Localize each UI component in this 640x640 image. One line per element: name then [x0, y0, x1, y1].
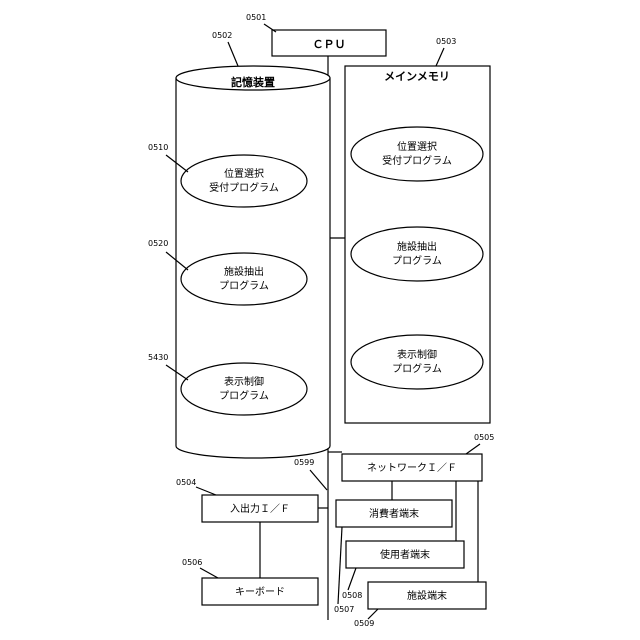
network-if-ref: 0505: [474, 433, 494, 442]
main-memory-ref: 0503: [436, 37, 456, 46]
storage-program-1-line1: 位置選択: [224, 167, 264, 180]
main-memory-ref-leader: [436, 48, 444, 66]
cpu-ref: 0501: [246, 13, 266, 22]
cpu-ref-leader: [264, 24, 276, 32]
memory-facility-extraction-program: [351, 227, 483, 281]
storage-program-3-ref: 5430: [148, 353, 168, 362]
memory-position-selection-program: [351, 127, 483, 181]
memory-program-1-line2: 受付プログラム: [382, 154, 452, 167]
cpu-label: ＣＰＵ: [313, 38, 346, 51]
memory-display-control-program: [351, 335, 483, 389]
storage-ref: 0502: [212, 31, 232, 40]
network-if-ref-leader: [466, 444, 480, 454]
memory-program-3-line1: 表示制御: [397, 348, 437, 361]
storage-program-1-ref: 0510: [148, 143, 168, 152]
storage-facility-extraction-program: [181, 253, 307, 305]
storage-program-2-ref: 0520: [148, 239, 168, 248]
storage-program-3-line1: 表示制御: [224, 375, 264, 388]
io-if-label: 入出力Ｉ／Ｆ: [230, 502, 290, 515]
consumer-terminal-label: 消費者端末: [369, 507, 419, 520]
storage-program-2-line1: 施設抽出: [224, 265, 264, 278]
bus-ref: 0599: [294, 458, 314, 467]
keyboard-ref: 0506: [182, 558, 202, 567]
storage-ref-leader: [228, 42, 238, 66]
consumer-terminal-ref: 0507: [334, 605, 354, 614]
facility-terminal-label: 施設端末: [407, 589, 447, 602]
memory-program-3-line2: プログラム: [392, 362, 442, 375]
storage-program-1-line2: 受付プログラム: [209, 181, 279, 194]
memory-program-2-line2: プログラム: [392, 254, 442, 267]
storage-program-3-line2: プログラム: [219, 389, 269, 402]
memory-program-2-line1: 施設抽出: [397, 240, 437, 253]
keyboard-label: キーボード: [235, 586, 285, 598]
user-terminal-label: 使用者端末: [380, 548, 430, 561]
bus-ref-leader: [310, 470, 327, 490]
storage-position-selection-program: [181, 155, 307, 207]
user-terminal-ref-leader: [348, 568, 356, 590]
storage-program-2-line2: プログラム: [219, 279, 269, 292]
network-if-label: ネットワークＩ／Ｆ: [367, 462, 457, 474]
facility-terminal-ref-leader: [368, 609, 378, 619]
io-if-ref-leader: [196, 487, 216, 495]
memory-program-1-line1: 位置選択: [397, 140, 437, 153]
user-terminal-ref: 0508: [342, 591, 362, 600]
io-if-ref: 0504: [176, 478, 196, 487]
facility-terminal-ref: 0509: [354, 619, 374, 628]
storage-title: 記憶装置: [231, 75, 275, 89]
keyboard-ref-leader: [200, 568, 218, 578]
storage-display-control-program: [181, 363, 307, 415]
main-memory-title: メインメモリ: [384, 70, 450, 83]
